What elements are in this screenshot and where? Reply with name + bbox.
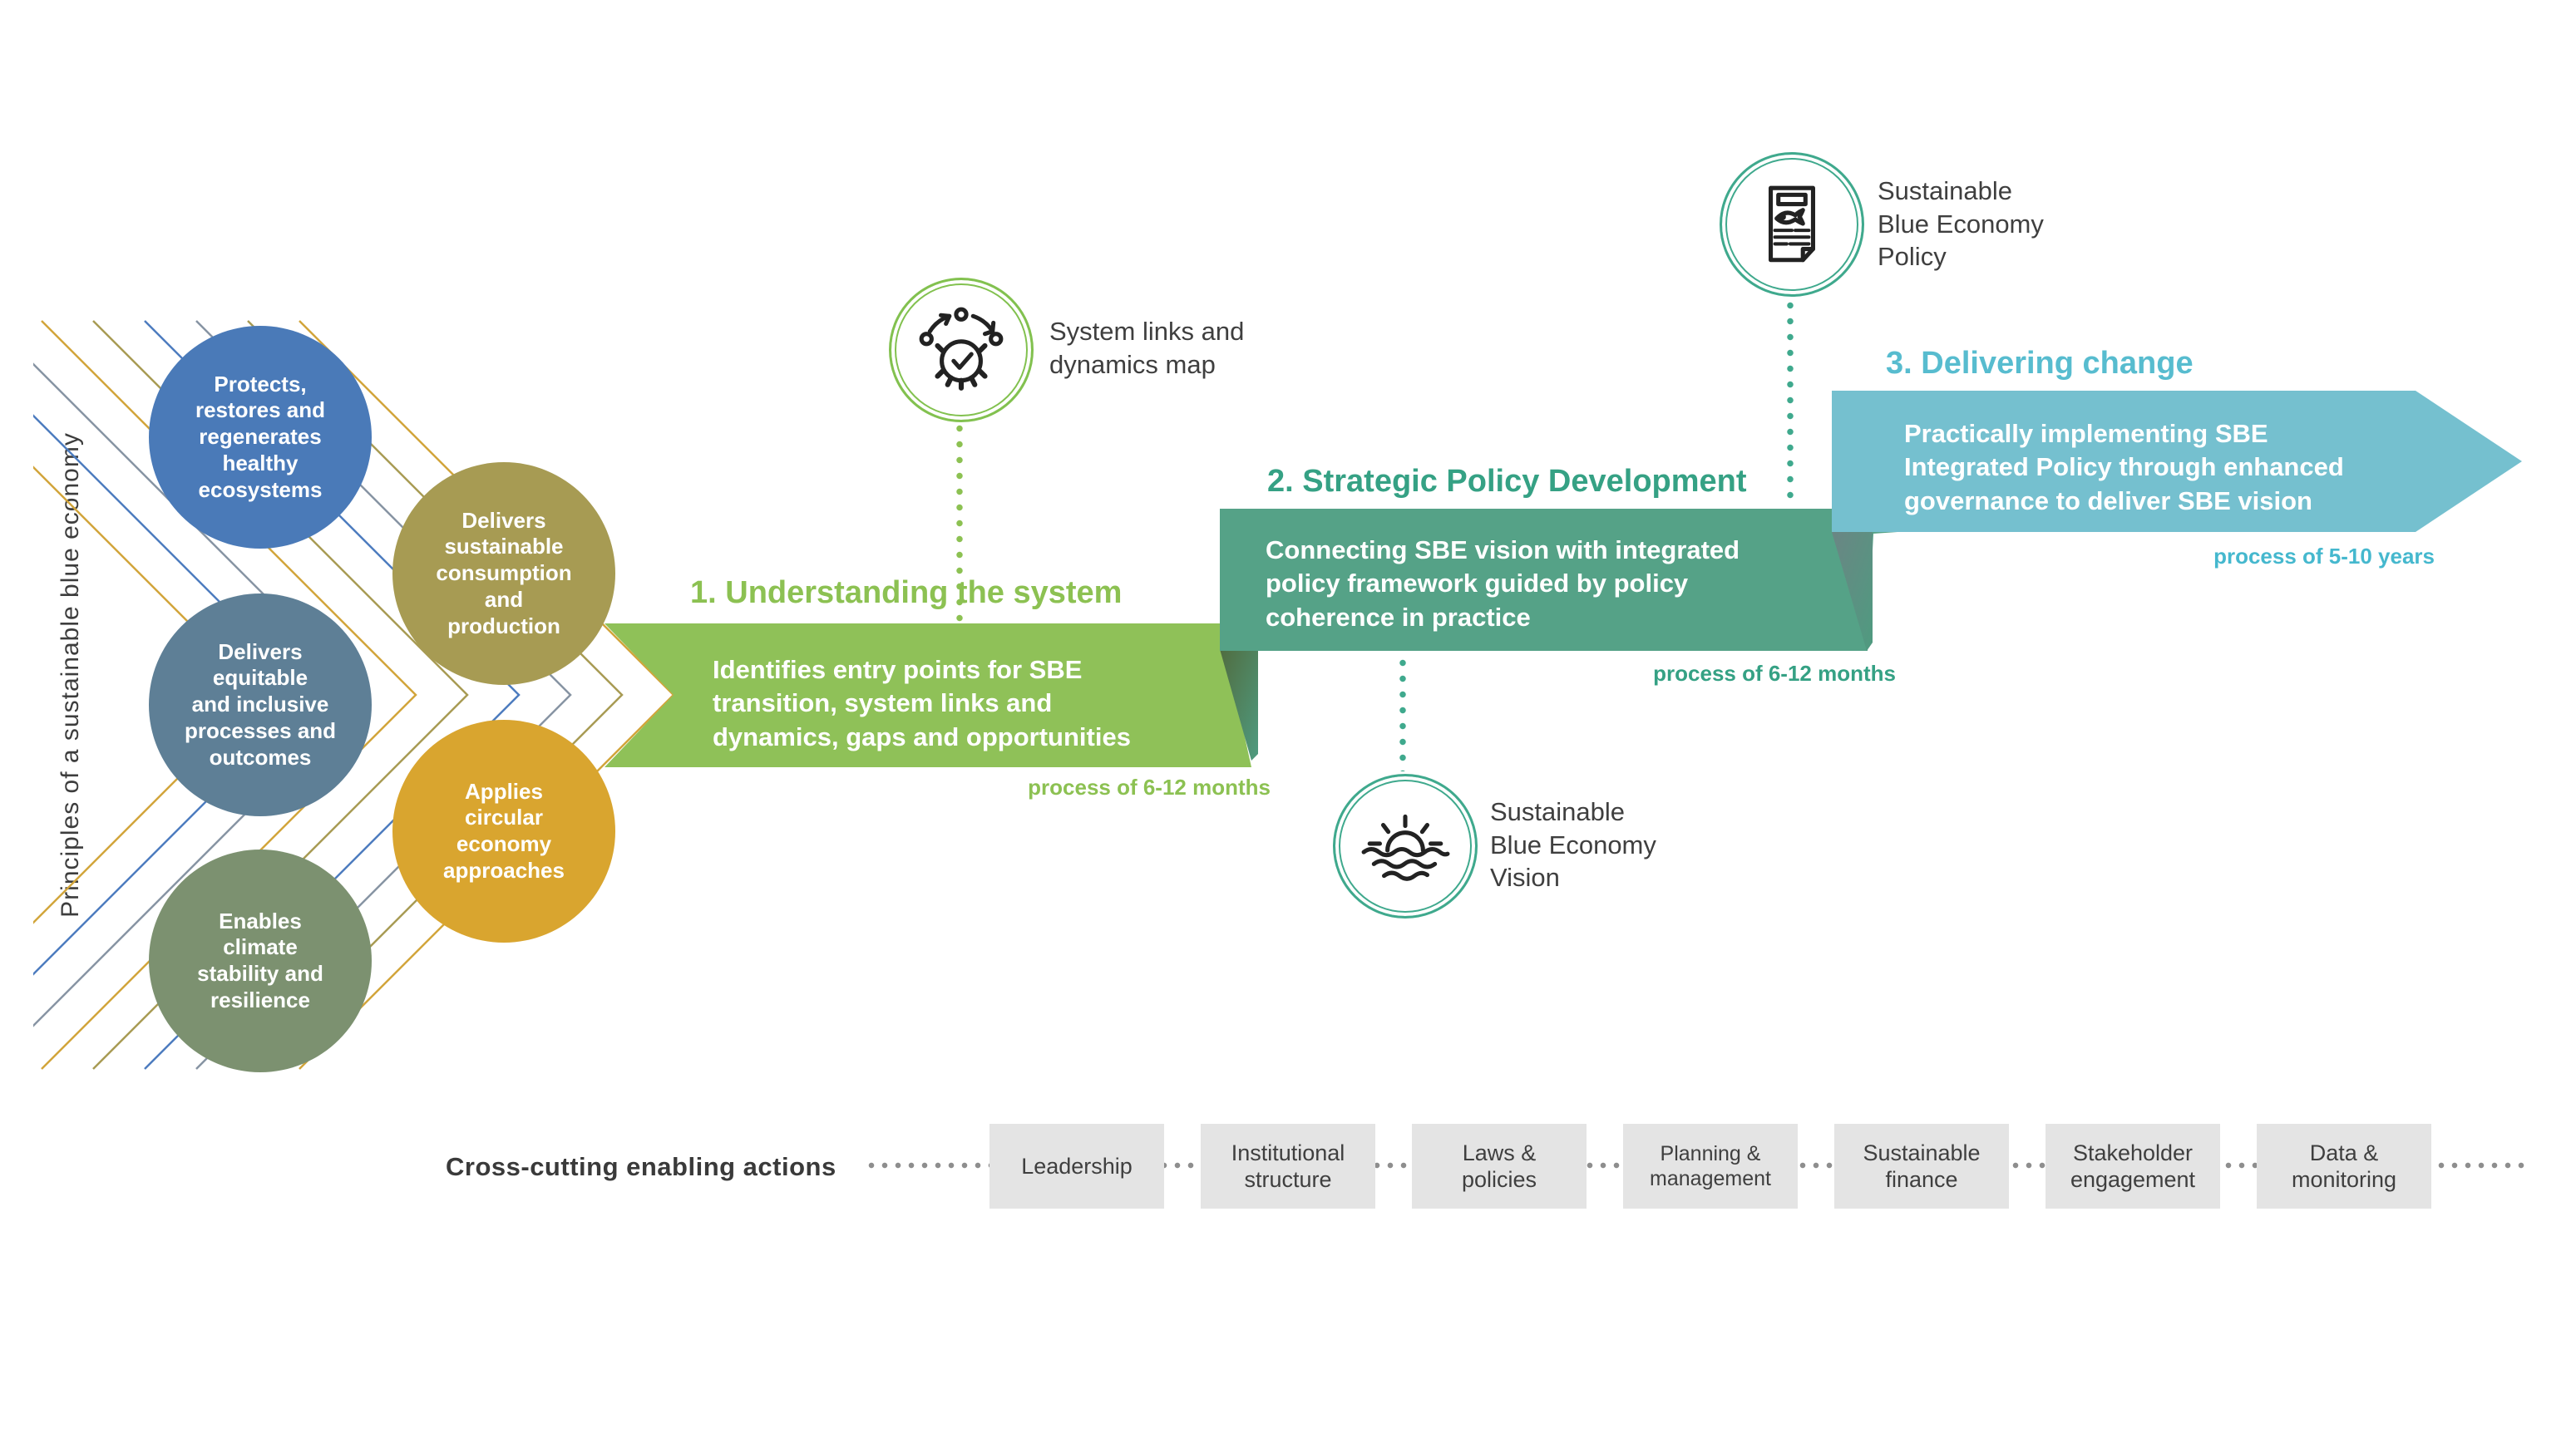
enabling-box-label: Planning & management bbox=[1650, 1142, 1771, 1190]
principle-circle-ecosystems: Protects, restores and regenerates healt… bbox=[149, 326, 372, 549]
principle-label: Enables climate stability and resilience bbox=[197, 908, 323, 1012]
sbe-vision-badge bbox=[1333, 774, 1478, 919]
stage2-body: Connecting SBE vision with integrated po… bbox=[1266, 535, 1740, 632]
principle-circle-circular-economy: Applies circular economy approaches bbox=[392, 720, 615, 943]
system-map-label: System links and dynamics map bbox=[1049, 317, 1245, 379]
stage2-process-duration: process of 6-12 months bbox=[1653, 661, 1896, 686]
sbe-policy-badge bbox=[1720, 152, 1864, 297]
enabling-box-label: Stakeholder engagement bbox=[2070, 1140, 2196, 1192]
stage2-banner: Connecting SBE vision with integrated po… bbox=[1220, 509, 1897, 651]
stage3-body: Practically implementing SBE Integrated … bbox=[1904, 419, 2344, 515]
stage3-title: 3. Delivering change bbox=[1886, 346, 2194, 381]
dotted-connector-system-map bbox=[956, 421, 963, 623]
sbe-vision-label: Sustainable Blue Economy Vision bbox=[1490, 797, 1656, 893]
principle-label: Delivers sustainable consumption and pro… bbox=[436, 507, 572, 638]
stage2-title: 2. Strategic Policy Development bbox=[1267, 464, 1747, 499]
stage3-process-duration: process of 5-10 years bbox=[2213, 544, 2435, 569]
dotted-connector-vision bbox=[1399, 655, 1406, 771]
system-map-badge bbox=[889, 278, 1034, 422]
enabling-box-laws-policies: Laws & policies bbox=[1412, 1124, 1587, 1209]
enabling-box-planning-management: Planning & management bbox=[1623, 1124, 1798, 1209]
stage1-body: Identifies entry points for SBE transiti… bbox=[713, 655, 1131, 751]
enabling-box-label: Data & monitoring bbox=[2291, 1140, 2397, 1192]
principle-label: Delivers equitable and inclusive process… bbox=[184, 638, 337, 770]
principle-circle-climate: Enables climate stability and resilience bbox=[149, 850, 372, 1072]
enabling-box-label: Leadership bbox=[1021, 1153, 1133, 1179]
principle-label: Applies circular economy approaches bbox=[443, 778, 565, 883]
enabling-box-stakeholder-engagement: Stakeholder engagement bbox=[2046, 1124, 2220, 1209]
stage1-banner: Identifies entry points for SBE transiti… bbox=[605, 623, 1251, 767]
principle-circle-consumption: Delivers sustainable consumption and pro… bbox=[392, 462, 615, 685]
dotted-connector-policy bbox=[1787, 298, 1794, 507]
sunrise-waves-icon bbox=[1359, 800, 1452, 893]
stage3-banner: Practically implementing SBE Integrated … bbox=[1832, 391, 2522, 532]
stage1-process-duration: process of 6-12 months bbox=[1028, 775, 1271, 800]
gear-check-icon bbox=[915, 303, 1008, 396]
enabling-actions-label: Cross-cutting enabling actions bbox=[446, 1152, 836, 1181]
sbe-policy-label: Sustainable Blue Economy Policy bbox=[1878, 176, 2044, 272]
enabling-box-sustainable-finance: Sustainable finance bbox=[1834, 1124, 2009, 1209]
enabling-box-data-monitoring: Data & monitoring bbox=[2257, 1124, 2431, 1209]
enabling-box-leadership: Leadership bbox=[989, 1124, 1164, 1209]
enabling-box-institutional-structure: Institutional structure bbox=[1201, 1124, 1375, 1209]
policy-document-fish-icon bbox=[1745, 178, 1838, 271]
stage1-title: 1. Understanding the system bbox=[690, 575, 1123, 610]
enabling-box-label: Laws & policies bbox=[1461, 1140, 1537, 1192]
enabling-box-label: Institutional structure bbox=[1231, 1140, 1345, 1192]
principle-label: Protects, restores and regenerates healt… bbox=[195, 371, 326, 502]
principle-circle-equitable: Delivers equitable and inclusive process… bbox=[149, 593, 372, 816]
enabling-box-label: Sustainable finance bbox=[1863, 1140, 1981, 1192]
